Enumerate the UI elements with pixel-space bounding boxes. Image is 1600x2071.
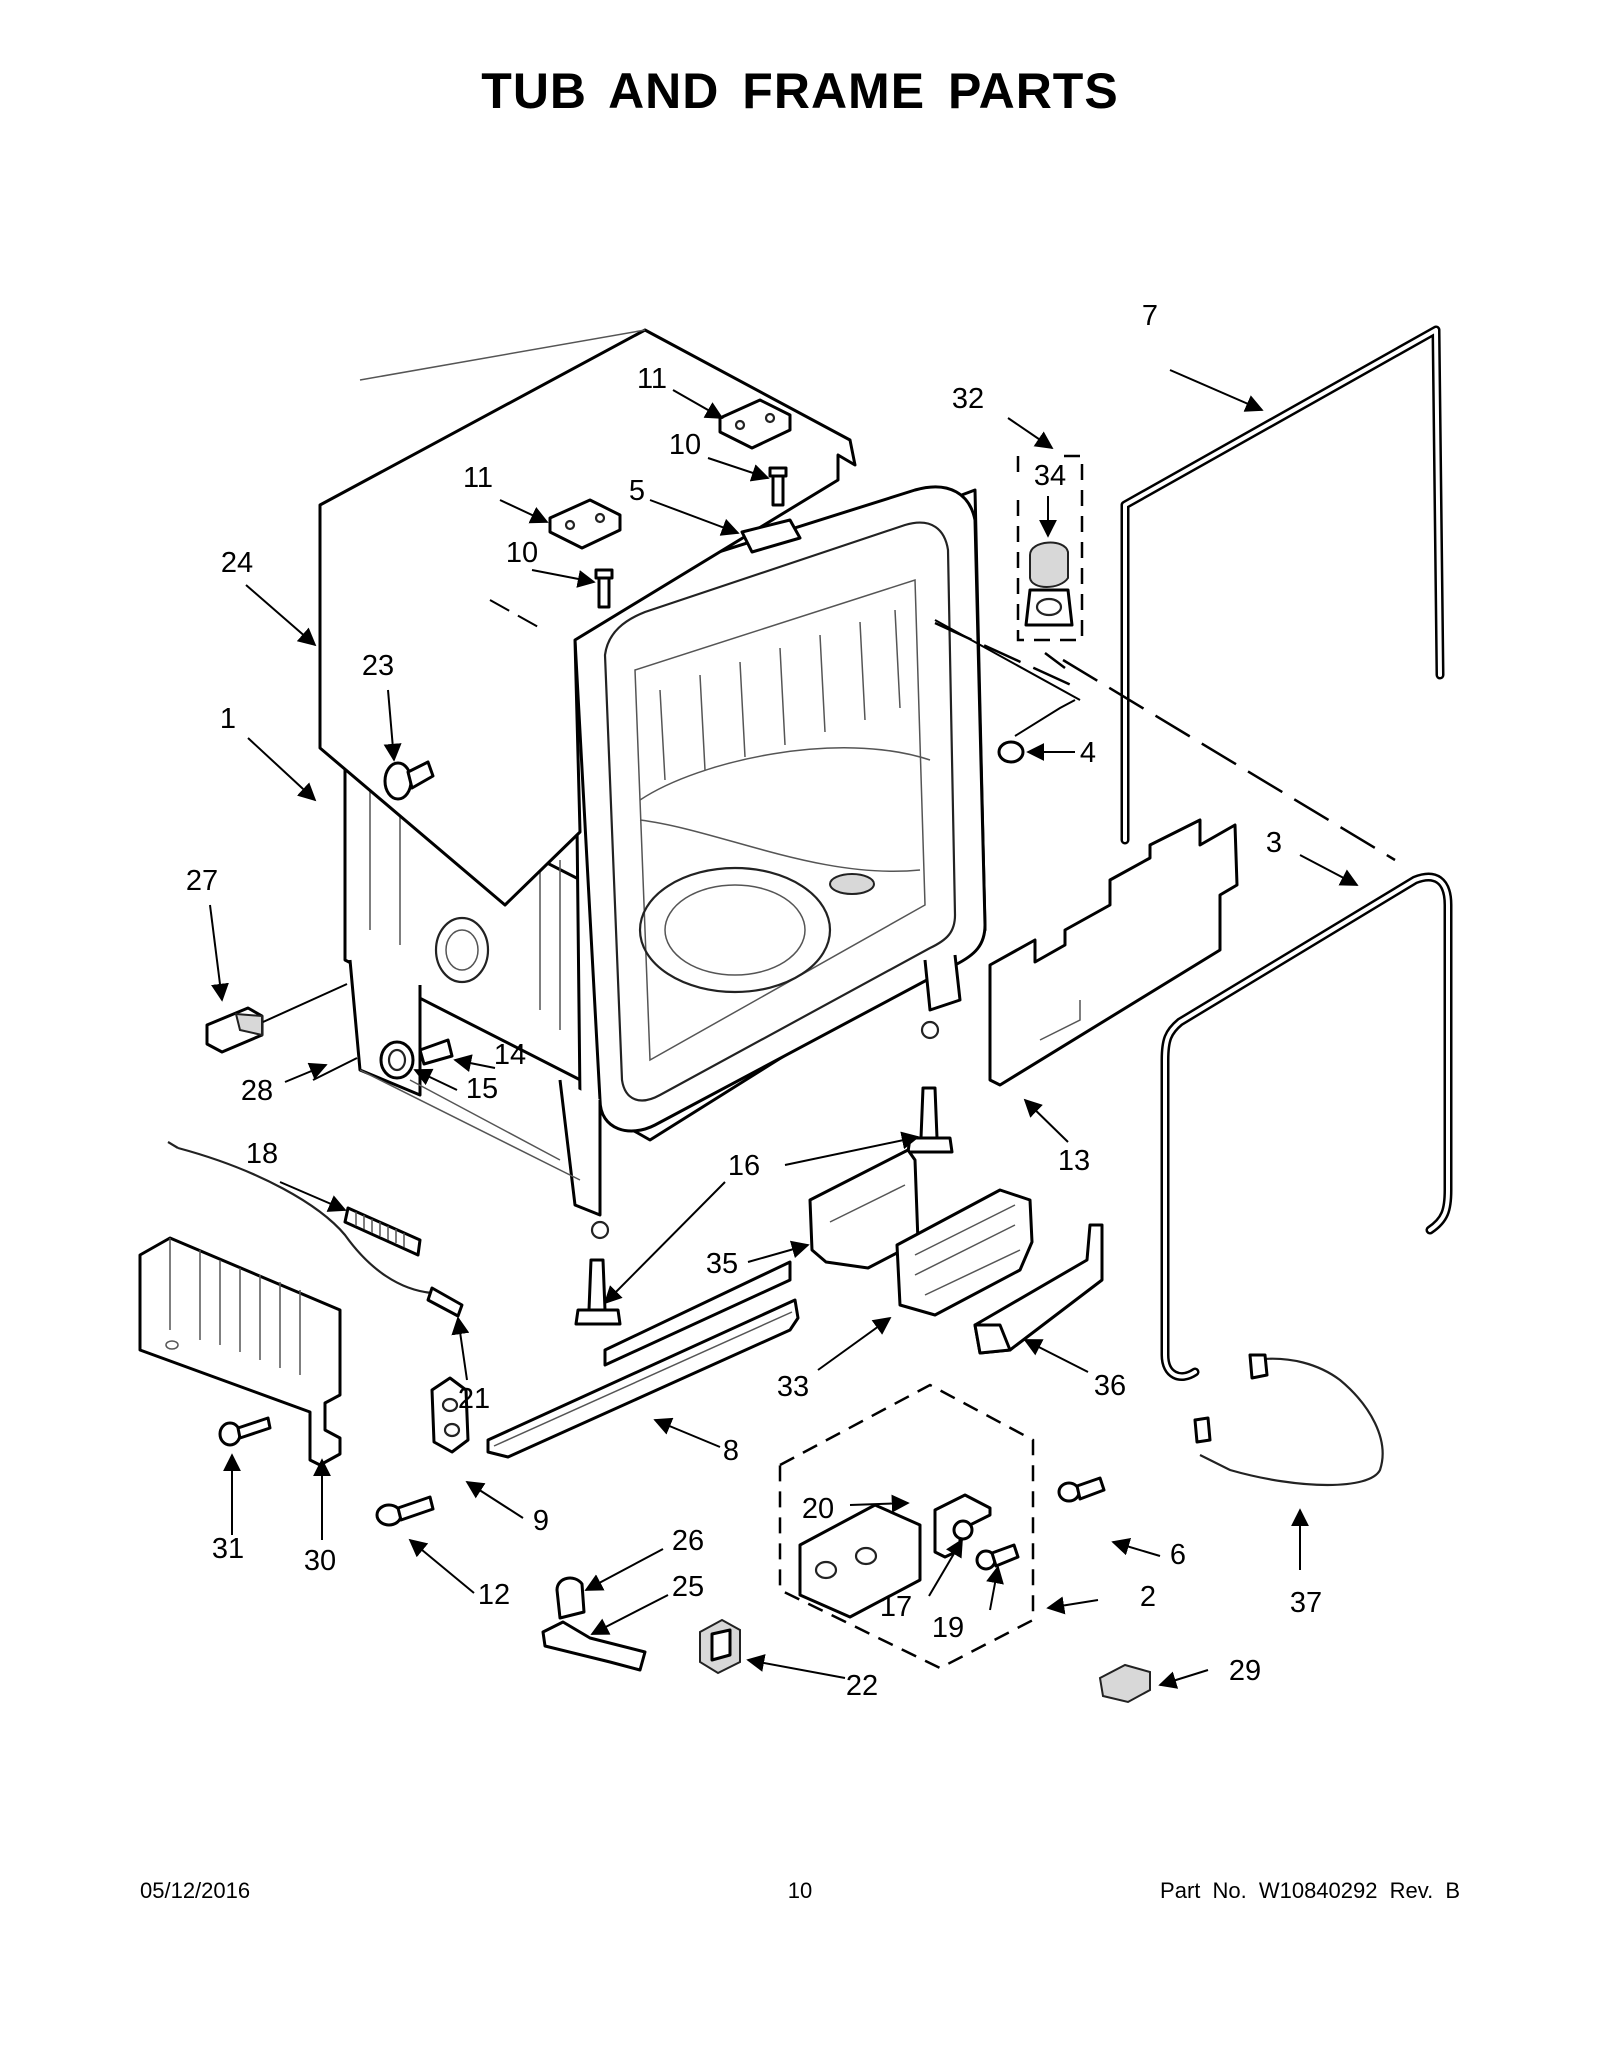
hinge-lower xyxy=(548,498,622,550)
door-spring-cable xyxy=(167,1141,433,1295)
callout-27: 27 xyxy=(186,865,218,897)
leveling-leg-rear xyxy=(906,1086,954,1154)
callout-9: 9 xyxy=(533,1505,549,1537)
alignment-lines xyxy=(934,619,1396,862)
mounting-screw xyxy=(375,1495,435,1527)
footer-part-number: Part No. W10840292 Rev. B xyxy=(1160,1878,1460,1903)
callout-33: 33 xyxy=(777,1371,809,1403)
callout-13: 13 xyxy=(1058,1145,1090,1177)
callout-4: 4 xyxy=(1080,737,1096,769)
leader-lines xyxy=(209,369,1359,1689)
callout-30: 30 xyxy=(304,1545,336,1577)
retainer-pin xyxy=(218,1416,272,1447)
plug-button xyxy=(383,760,435,801)
screw-lower xyxy=(594,568,614,609)
lower-rail xyxy=(486,1298,800,1459)
side-bracket xyxy=(205,1006,264,1054)
vent-bracket xyxy=(740,518,802,554)
electronic-control xyxy=(895,1188,1034,1317)
control-module xyxy=(699,1618,741,1675)
callout-32: 32 xyxy=(952,383,984,415)
callout-19: 19 xyxy=(932,1612,964,1644)
callout-6: 6 xyxy=(1170,1539,1186,1571)
callout-8: 8 xyxy=(723,1435,739,1467)
callout-28: 28 xyxy=(241,1075,273,1107)
tub-assembly xyxy=(343,485,987,1240)
heater-assembly xyxy=(778,1383,1035,1670)
callout-23: 23 xyxy=(362,650,394,682)
callout-3: 3 xyxy=(1266,827,1282,859)
heat-shield-strip xyxy=(603,1260,792,1367)
spring-link xyxy=(426,1286,464,1318)
callout-15: 15 xyxy=(466,1073,498,1105)
callout-7: 7 xyxy=(1142,300,1158,332)
control-cover xyxy=(808,1148,920,1270)
footer-date: 05/12/2016 xyxy=(140,1878,251,1903)
callout-20: 20 xyxy=(802,1493,834,1525)
callout-25: 25 xyxy=(672,1571,704,1603)
callout-21: 21 xyxy=(458,1383,490,1415)
callout-11-upper: 11 xyxy=(637,363,667,395)
callout-1: 1 xyxy=(220,703,236,735)
callout-31: 31 xyxy=(212,1533,244,1565)
hinge-upper xyxy=(718,398,792,450)
callout-11-lower: 11 xyxy=(463,462,493,494)
door-gasket-top xyxy=(1120,325,1445,845)
callout-labels: 1 2 3 4 5 6 7 8 9 10 10 11 11 12 13 14 1… xyxy=(186,300,1322,1702)
side-insulation-block xyxy=(138,1236,342,1467)
callout-29: 29 xyxy=(1229,1655,1261,1687)
thermostat xyxy=(555,1576,586,1620)
door-clip xyxy=(430,1376,470,1454)
callout-35: 35 xyxy=(706,1248,738,1280)
door-gasket-bottom xyxy=(1160,872,1453,1381)
callout-22: 22 xyxy=(846,1670,878,1702)
screw-upper xyxy=(768,466,788,507)
drain-clip xyxy=(1098,1663,1151,1704)
callout-5: 5 xyxy=(629,475,645,507)
thermostat-bracket xyxy=(541,1620,647,1672)
heater-washer xyxy=(952,1519,974,1541)
callout-37: 37 xyxy=(1290,1587,1322,1619)
callout-16: 16 xyxy=(728,1150,760,1182)
callout-2: 2 xyxy=(1140,1581,1156,1613)
heater-screw xyxy=(975,1543,1020,1571)
callout-26: 26 xyxy=(672,1525,704,1557)
callout-24: 24 xyxy=(221,547,253,579)
callout-14: 14 xyxy=(494,1039,526,1071)
bracket-screw xyxy=(1057,1476,1106,1503)
callout-10-lower: 10 xyxy=(506,537,538,569)
filter-assembly xyxy=(1016,454,1084,642)
toe-panel-shield xyxy=(988,818,1239,1087)
callout-18: 18 xyxy=(246,1138,278,1170)
wire-harness xyxy=(1193,1353,1384,1487)
insulation-blanket xyxy=(318,328,857,907)
page-title: TUB AND FRAME PARTS xyxy=(481,63,1119,119)
footer-page-number: 10 xyxy=(787,1878,813,1903)
leveling-leg-front xyxy=(574,1258,622,1326)
callout-12: 12 xyxy=(478,1579,510,1611)
callout-36: 36 xyxy=(1094,1370,1126,1402)
inlet-fitting xyxy=(379,1038,454,1080)
callout-10-upper: 10 xyxy=(669,429,701,461)
tub-plug xyxy=(997,740,1025,764)
callout-17: 17 xyxy=(880,1591,912,1623)
callout-34: 34 xyxy=(1034,460,1066,492)
control-housing xyxy=(973,1223,1104,1355)
